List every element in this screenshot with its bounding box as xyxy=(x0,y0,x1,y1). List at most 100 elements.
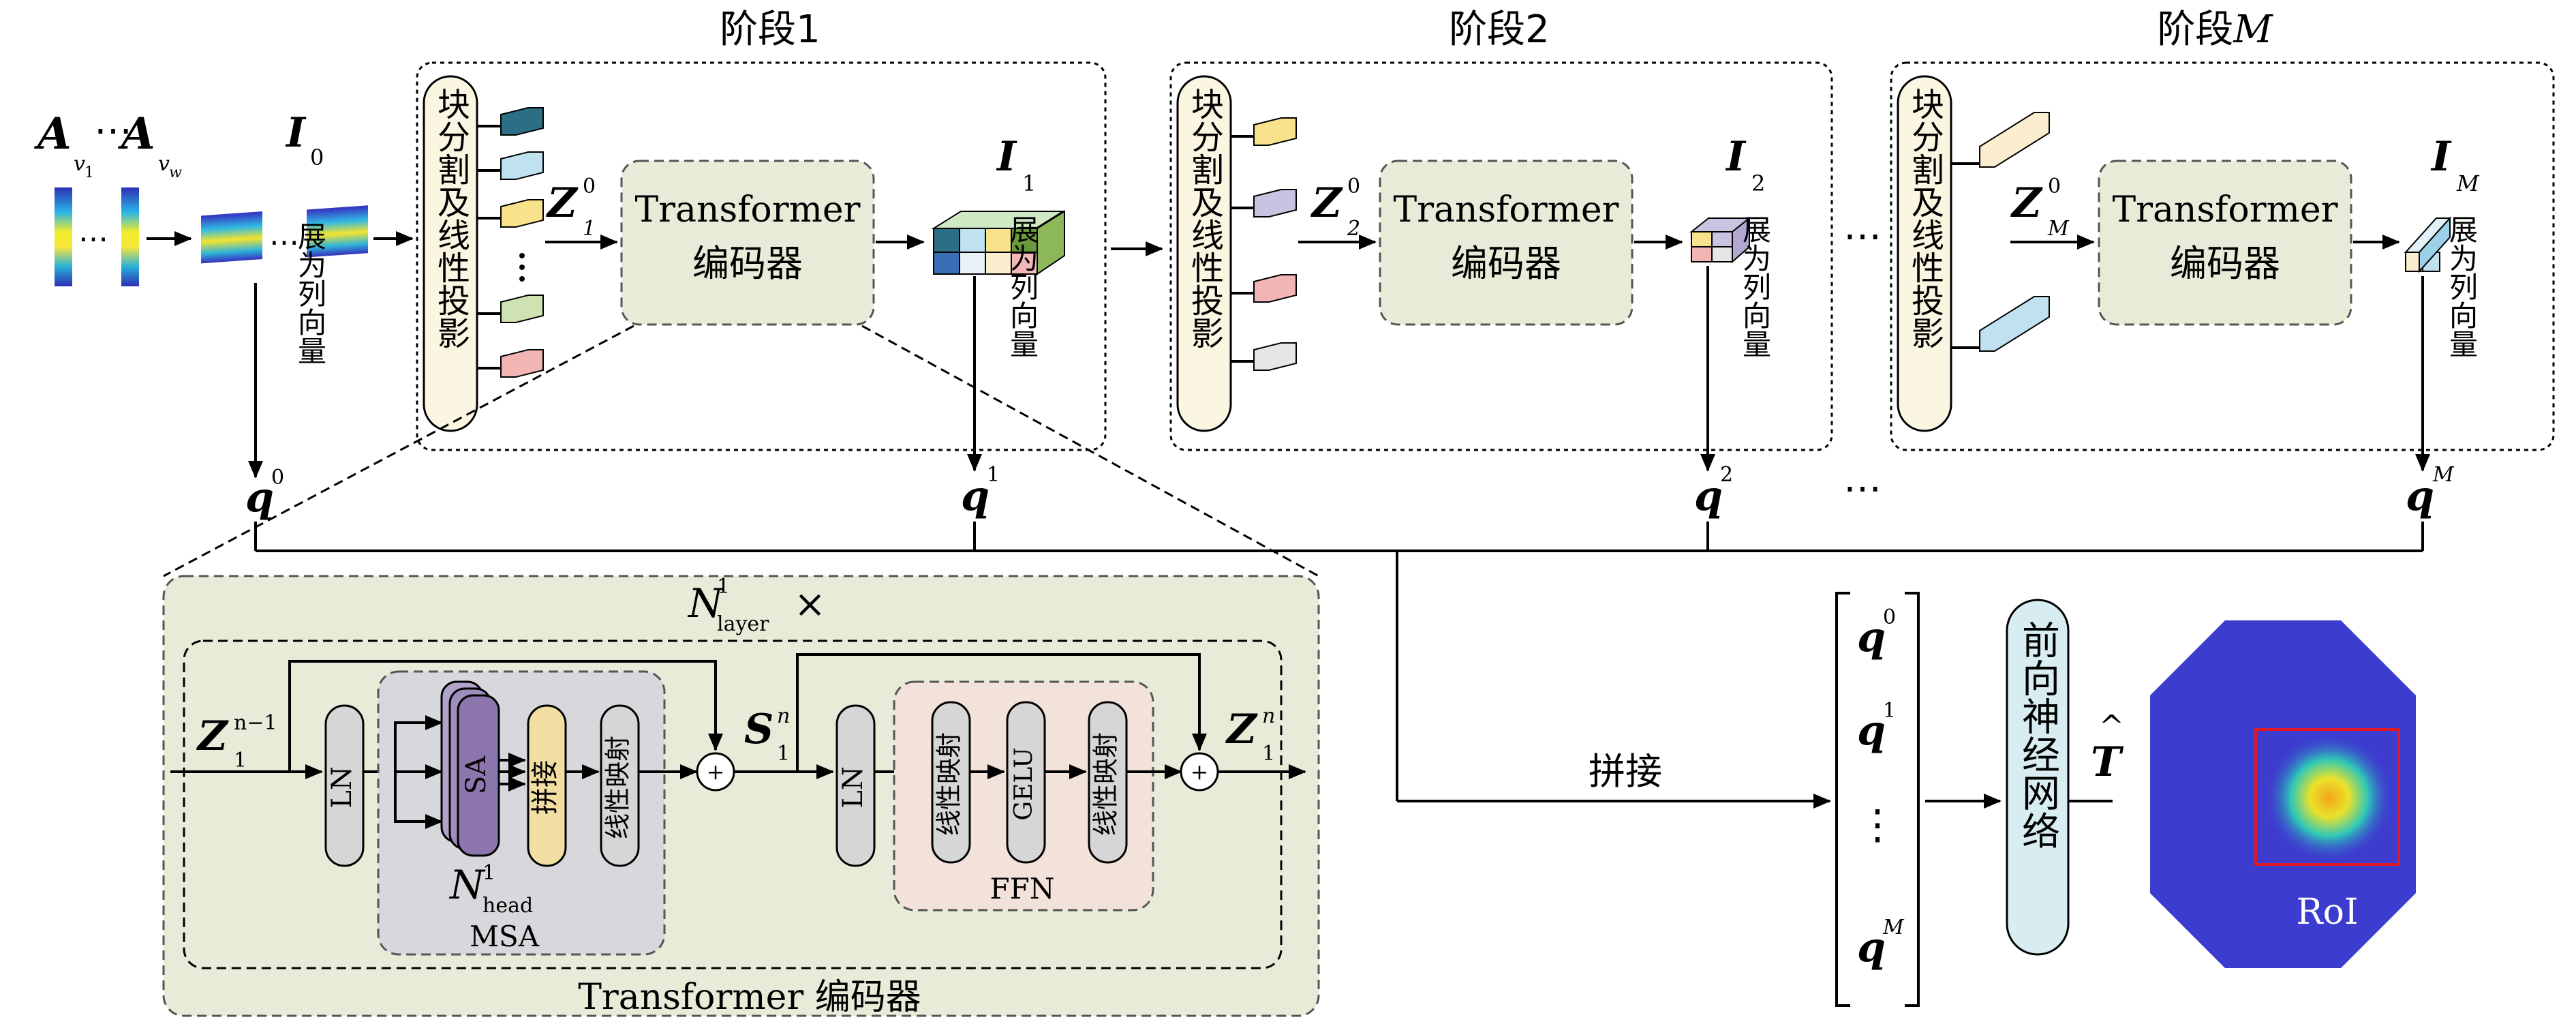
stage2-encoder-line2: 编码器 xyxy=(1451,242,1561,285)
stageM-z-sub: M xyxy=(2047,217,2070,241)
q-between-dots: ⋯ xyxy=(1843,466,1882,511)
stage1-tokens: × xyxy=(477,107,544,378)
input-bands: A v 1 ⋯ A v w ⋯ I 0 ⋯ 展为列向量 q 0 xyxy=(34,108,414,522)
nlayer-sub: layer xyxy=(717,612,769,636)
stage2-patch-label: 块分割及线性投影 xyxy=(1185,87,1223,349)
stage1-patch-label: 块分割及线性投影 xyxy=(431,87,470,349)
detail-zout-label: Z xyxy=(1225,706,1258,753)
t-hat-label: T xyxy=(2091,738,2124,786)
vec-q0-sup: 0 xyxy=(1883,605,1896,629)
gelu-label: GELU xyxy=(1010,747,1038,820)
stage2-encoder-line1: Transformer xyxy=(1393,190,1619,230)
stage2-z-sup: 0 xyxy=(1347,175,1360,198)
stageM-tokens xyxy=(1951,112,2050,352)
nhead-sub: head xyxy=(482,894,533,918)
i0-slice-1 xyxy=(201,211,262,264)
i0-label: I xyxy=(285,109,307,157)
stage2-encoder xyxy=(1379,160,1634,326)
stage-between-dots: ⋯ xyxy=(1843,214,1882,258)
residual-add-2-label: + xyxy=(1191,759,1209,785)
i0-slice-2 xyxy=(307,205,368,258)
stage2-title: 阶段2 xyxy=(1449,7,1550,52)
vec-q1-sup: 1 xyxy=(1883,699,1896,723)
detail-zin-sub: 1 xyxy=(234,749,247,772)
linear-label-2: 线性映射 xyxy=(934,732,964,836)
t-hat-accent: ^ xyxy=(2099,709,2124,744)
detail-zout-sup: n xyxy=(1262,704,1275,728)
layer-repeat-frame xyxy=(183,639,1283,969)
stage2-i-sub: 2 xyxy=(1751,170,1765,196)
stage2-patch-block xyxy=(1176,75,1232,432)
sa-label: SA xyxy=(461,755,492,794)
ln-block-1 xyxy=(324,704,365,867)
stage2-q-sup: 2 xyxy=(1720,463,1733,487)
stage1-z-sub: 1 xyxy=(583,217,596,241)
a1-subsub: 1 xyxy=(85,164,94,181)
ln-block-2 xyxy=(835,704,876,867)
stage2-q-label: q xyxy=(1694,472,1723,520)
nhead-label: N xyxy=(448,862,486,908)
nhead-sup: 1 xyxy=(482,861,495,885)
stageM-q-label: q xyxy=(2406,472,2434,520)
stage2-frame xyxy=(1169,61,1833,451)
s-sup: n xyxy=(777,704,790,728)
q0-label: q xyxy=(245,474,274,522)
stage-1: 块分割及线性投影 × Z 0 1 Transformer 编码器 I 1 xyxy=(416,61,1107,520)
vec-vdots: ⋮ xyxy=(1857,801,1898,849)
stage1-z-label: Z xyxy=(546,179,579,227)
band-1 xyxy=(55,187,72,286)
ffnn-label: 前向神经网络 xyxy=(2016,620,2060,849)
stage2-z-label: Z xyxy=(1310,179,1343,227)
stage1-i-sub: 1 xyxy=(1022,170,1036,196)
stage2-feature-cube xyxy=(1689,216,1751,264)
roi-label: RoI xyxy=(2297,892,2359,933)
nlayer-times: × xyxy=(794,582,826,627)
a2-sub: v xyxy=(158,152,170,176)
vec-qM: q xyxy=(1857,924,1886,972)
msa-label: MSA xyxy=(470,920,540,953)
concat-label: 拼接 xyxy=(1589,750,1662,793)
stage2-z-sub: 2 xyxy=(1347,217,1360,241)
stageM-flatten: 展为列向量 xyxy=(2445,215,2479,358)
stageM-z-sup: 0 xyxy=(2048,175,2061,198)
concat-vector: q 0 q 1 ⋮ q M xyxy=(1835,592,1920,1007)
stageM-i-label: I xyxy=(2430,133,2452,181)
i0-sub: 0 xyxy=(310,145,324,170)
concat-block xyxy=(527,704,567,867)
stage1-q-sup: 1 xyxy=(987,463,1000,487)
encoder-detail: N 1 layer × Z n−1 1 LN SA N 1 head MSA 拼… xyxy=(162,575,1320,1018)
linear-label-1: 线性映射 xyxy=(603,736,633,839)
nlayer-label: N xyxy=(687,580,724,627)
stageM-encoder-line2: 编码器 xyxy=(2170,242,2280,285)
band-dots: ⋯ xyxy=(78,222,108,256)
concat-block-label: 拼接 xyxy=(530,760,561,815)
a-dots: ⋯ xyxy=(94,108,132,153)
stage2-tokens xyxy=(1231,117,1297,371)
detail-zout-sub: 1 xyxy=(1262,742,1275,766)
vec-qM-sup: M xyxy=(1882,916,1905,939)
stageM-patch-label: 块分割及线性投影 xyxy=(1905,87,1944,349)
stage1-encoder-line2: 编码器 xyxy=(692,242,803,285)
stage1-frame xyxy=(416,61,1107,451)
stage-2: 块分割及线性投影 Z 0 2 Transformer 编码器 I 2 xyxy=(1169,61,1833,520)
a2-label: A xyxy=(118,108,155,160)
roi-box xyxy=(2254,728,2400,866)
roi-image: RoI xyxy=(2150,620,2416,968)
detail-zin-sup: n−1 xyxy=(234,711,277,735)
stage1-patch-block xyxy=(423,75,478,432)
stage1-z-sup: 0 xyxy=(583,175,596,198)
s-label: S xyxy=(744,706,773,753)
linear-block-1 xyxy=(600,704,640,867)
stage2-flatten: 展为列向量 xyxy=(1738,215,1772,358)
band-w xyxy=(121,187,139,286)
stage1-q-label: q xyxy=(961,472,990,520)
stage1-encoder-line1: Transformer xyxy=(634,190,860,230)
a1-sub: v xyxy=(74,152,85,176)
stage1-title: 阶段1 xyxy=(720,7,821,52)
stage1-feature-cube xyxy=(931,210,1066,275)
stageM-feature-cube xyxy=(2404,216,2452,273)
stage1-i-label: I xyxy=(996,133,1017,181)
nlayer-sup: 1 xyxy=(717,575,730,599)
stageM-z-label: Z xyxy=(2010,179,2043,227)
